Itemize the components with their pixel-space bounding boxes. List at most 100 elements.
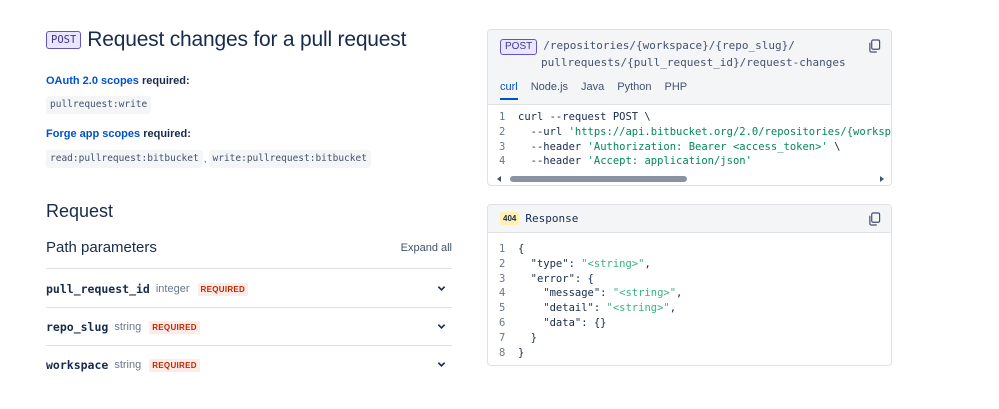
- param-type: string: [114, 359, 142, 371]
- expand-all-button[interactable]: Expand all: [400, 242, 452, 254]
- response-panel: 404 Response 1{ 2 "type": "<string>", 3 …: [487, 204, 892, 366]
- tab-java[interactable]: Java: [581, 81, 605, 93]
- code-text: ,: [669, 302, 677, 315]
- param-name: workspace: [46, 358, 109, 372]
- tab-python[interactable]: Python: [617, 81, 652, 93]
- code-string: 'https://api.bitbucket.org/2.0/repositor…: [568, 125, 891, 138]
- oauth-scopes-suffix: required:: [138, 75, 190, 87]
- code-text: \: [827, 140, 841, 153]
- code-line: 3 "error": {: [488, 272, 891, 287]
- tab-nodejs[interactable]: Node.js: [530, 81, 569, 93]
- param-name: pull_request_id: [46, 282, 150, 296]
- param-type: string: [114, 321, 142, 333]
- divider: [46, 345, 452, 346]
- code-text: }: [518, 346, 525, 359]
- code-text: ,: [644, 257, 651, 270]
- language-tabs: curl Node.js Java Python PHP: [500, 81, 700, 100]
- response-header: 404 Response: [488, 205, 891, 233]
- line-number: 4: [499, 287, 506, 300]
- code-text: curl --request POST \: [518, 111, 651, 123]
- code-text: "data": {}: [518, 316, 607, 329]
- path-text: /repositories/{workspace}/{repo_slug}/: [543, 39, 795, 52]
- chevron-down-icon[interactable]: [437, 322, 446, 331]
- forge-scopes-label: Forge app scopes required:: [46, 128, 191, 140]
- code-sample-panel: POST/repositories/{workspace}/{repo_slug…: [487, 29, 892, 186]
- line-number: 3: [499, 272, 506, 285]
- param-type: integer: [155, 283, 190, 295]
- code-text: --url: [518, 125, 569, 138]
- code-text: }: [518, 331, 537, 344]
- tab-php[interactable]: PHP: [664, 81, 688, 93]
- code-text: "detail":: [518, 302, 607, 315]
- oauth-scopes-label: OAuth 2.0 scopes required:: [46, 75, 190, 87]
- scope-chip: write:pullrequest:bitbucket: [208, 150, 371, 168]
- code-string: "<string>": [581, 257, 645, 270]
- code-line: 4 --header 'Accept: application/json': [488, 154, 891, 169]
- code-line: 8}: [488, 346, 891, 361]
- line-number: 1: [499, 243, 506, 255]
- code-text: {: [518, 243, 525, 255]
- scope-chip: pullrequest:write: [46, 96, 152, 114]
- code-line: 7 }: [488, 331, 891, 346]
- line-number: 2: [499, 257, 506, 270]
- code-line: 1{: [488, 242, 891, 257]
- forge-scopes-suffix: required:: [140, 128, 191, 140]
- copy-icon[interactable]: [868, 212, 881, 226]
- required-badge: REQUIRED: [149, 358, 200, 372]
- horizontal-scrollbar[interactable]: [488, 173, 891, 185]
- code-string: "<string>": [612, 287, 677, 300]
- line-number: 2: [499, 125, 506, 138]
- chevron-down-icon[interactable]: [437, 360, 446, 369]
- path-parameters-heading: Path parameters: [46, 239, 157, 256]
- copy-icon[interactable]: [868, 39, 881, 53]
- request-heading: Request: [46, 201, 114, 221]
- line-number: 4: [499, 155, 506, 168]
- line-number: 1: [499, 111, 506, 123]
- endpoint-header: POST Request changes for a pull request: [46, 28, 406, 52]
- divider: [46, 307, 452, 308]
- scrollbar-thumb[interactable]: [510, 176, 687, 182]
- endpoint-path: POST/repositories/{workspace}/{repo_slug…: [500, 38, 846, 71]
- param-row-repo-slug[interactable]: repo_slug string REQUIRED: [46, 316, 452, 338]
- tab-curl[interactable]: curl: [500, 81, 518, 100]
- code-line: 5 "detail": "<string>",: [488, 301, 891, 316]
- forge-scopes-link[interactable]: Forge app scopes: [46, 128, 141, 140]
- scope-separator: ,: [203, 153, 207, 165]
- page-title: Request changes for a pull request: [87, 28, 407, 51]
- oauth-scopes-link[interactable]: OAuth 2.0 scopes: [46, 75, 139, 87]
- param-row-workspace[interactable]: workspace string REQUIRED: [46, 354, 452, 376]
- code-line: 3 --header 'Authorization: Bearer <acces…: [488, 140, 891, 155]
- param-row-pull-request-id[interactable]: pull_request_id integer REQUIRED: [46, 278, 452, 300]
- param-name: repo_slug: [46, 320, 109, 334]
- code-text: "message":: [518, 287, 613, 300]
- code-line: 4 "message": "<string>",: [488, 286, 891, 301]
- code-string: 'Authorization: Bearer <access_token>': [587, 140, 828, 153]
- code-line: 2 --url 'https://api.bitbucket.org/2.0/r…: [488, 125, 891, 140]
- method-badge: POST: [500, 39, 538, 55]
- divider: [46, 268, 452, 269]
- code-string: 'Accept: application/json': [587, 155, 752, 168]
- code-text: "type":: [518, 257, 582, 270]
- code-block: 1 curl --request POST \ 2 --url 'https://…: [488, 110, 891, 169]
- line-number: 7: [499, 331, 506, 344]
- line-number: 5: [499, 302, 506, 315]
- code-line: 6 "data": {}: [488, 316, 891, 331]
- code-text: "error": {: [518, 272, 594, 285]
- method-badge: POST: [46, 31, 82, 49]
- endpoint-path-line: pullrequests/{pull_request_id}/request-c…: [541, 56, 846, 69]
- code-text: ,: [676, 287, 683, 300]
- oauth-scope-list: pullrequest:write: [46, 96, 152, 114]
- code-panel-header: POST/repositories/{workspace}/{repo_slug…: [488, 30, 891, 105]
- code-line: 2 "type": "<string>",: [488, 257, 891, 272]
- scroll-left-icon[interactable]: [497, 176, 501, 182]
- code-text: --header: [518, 140, 588, 153]
- scope-chip: read:pullrequest:bitbucket: [46, 150, 203, 168]
- required-badge: REQUIRED: [149, 320, 200, 334]
- code-string: "<string>": [606, 302, 670, 315]
- line-number: 8: [499, 346, 506, 359]
- code-text: --header: [518, 155, 588, 168]
- code-line: 1 curl --request POST \: [488, 110, 891, 125]
- line-number: 3: [499, 140, 506, 153]
- scroll-right-icon[interactable]: [880, 176, 884, 182]
- chevron-down-icon[interactable]: [437, 284, 446, 293]
